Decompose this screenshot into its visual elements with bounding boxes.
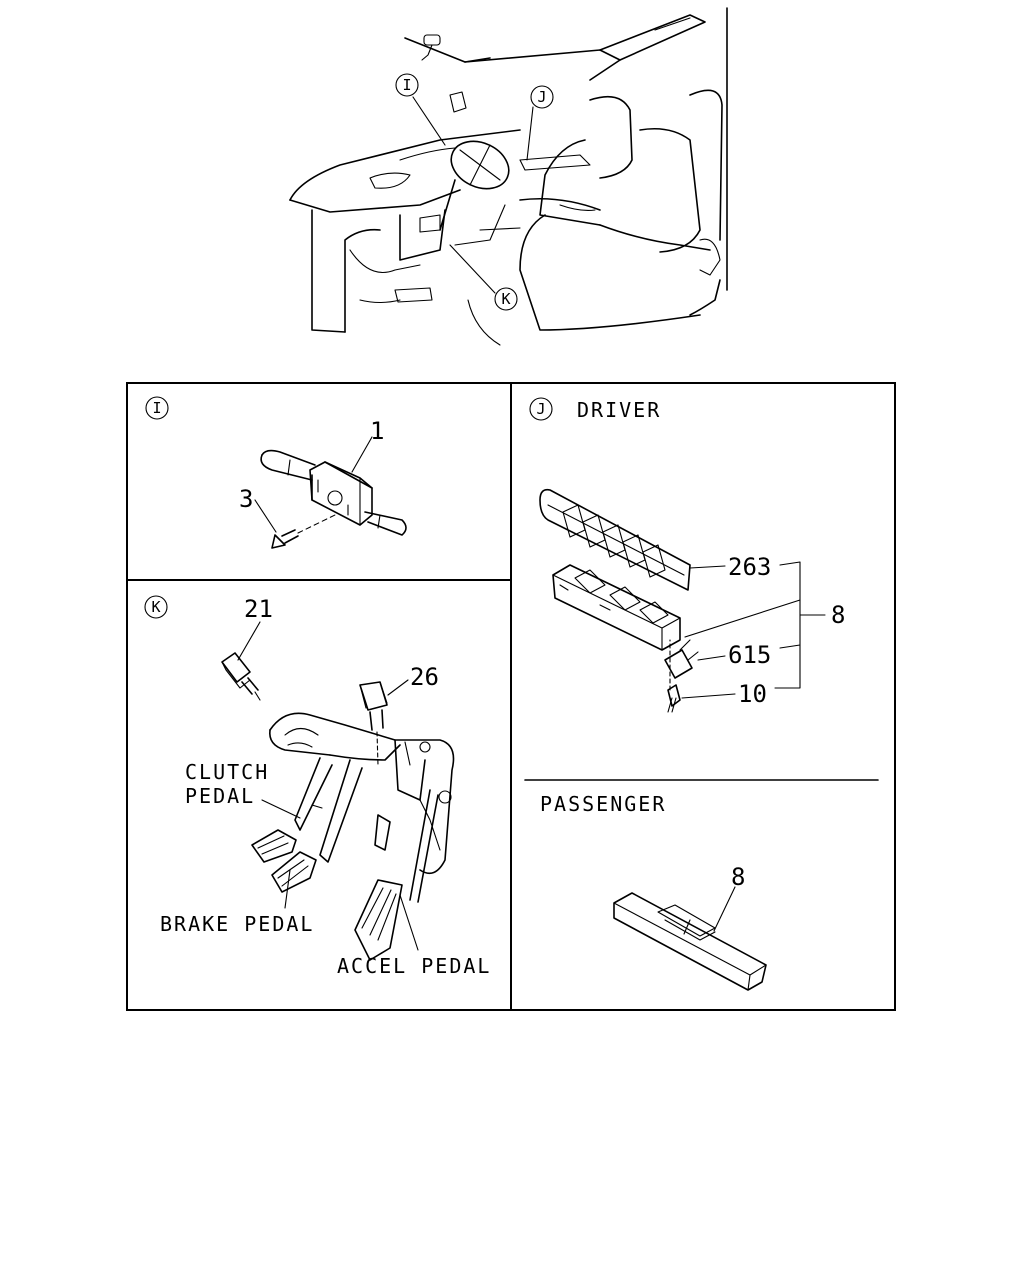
svg-text:J: J [537,88,546,106]
passenger-title: PASSENGER [540,792,666,816]
part-label-26: 26 [410,663,439,691]
svg-text:I: I [402,76,411,94]
clutch-pedal-label-line2: PEDAL [185,784,255,808]
brake-pedal-label: BRAKE PEDAL [160,912,314,936]
svg-text:K: K [151,598,160,616]
part-label-615: 615 [728,641,771,669]
overview-callout-K: K [494,287,518,311]
section-J: J DRIVER [529,397,845,713]
driver-switch-bezel [539,488,691,591]
section-K-marker: K [144,595,168,619]
section-K: K [144,595,491,978]
part-label-10: 10 [738,680,767,708]
svg-text:K: K [501,290,510,308]
part-label-3: 3 [239,485,253,513]
brake-switch-26 [359,681,388,766]
overview-callout-I: I [395,73,419,97]
vehicle-interior-illustration [289,7,728,346]
combination-switch [260,449,407,536]
section-J-marker: J [529,397,553,421]
passenger-window-switch [613,892,767,991]
section-I: I 1 3 [145,396,407,549]
clutch-pedal-label-line1: CLUTCH [185,760,269,784]
part-label-1: 1 [370,417,384,445]
svg-text:I: I [152,399,161,417]
screw-3 [271,514,336,549]
clip-615 [664,639,699,679]
svg-text:J: J [536,400,545,418]
overview-callouts: I J K [395,73,554,311]
clutch-switch-21 [221,652,261,701]
detail-frame [126,382,896,1011]
screw-10 [667,639,681,713]
part-label-8-passenger: 8 [731,863,745,891]
driver-switch-body [552,564,681,651]
part-label-21: 21 [244,595,273,623]
accel-pedal-label: ACCEL PEDAL [337,954,491,978]
section-I-marker: I [145,396,169,420]
driver-title: DRIVER [577,398,661,422]
part-label-8-driver: 8 [831,601,845,629]
overview-callout-J: J [530,85,554,109]
section-passenger: PASSENGER 8 [540,792,767,991]
part-label-263: 263 [728,553,771,581]
pedal-assembly [251,712,455,961]
